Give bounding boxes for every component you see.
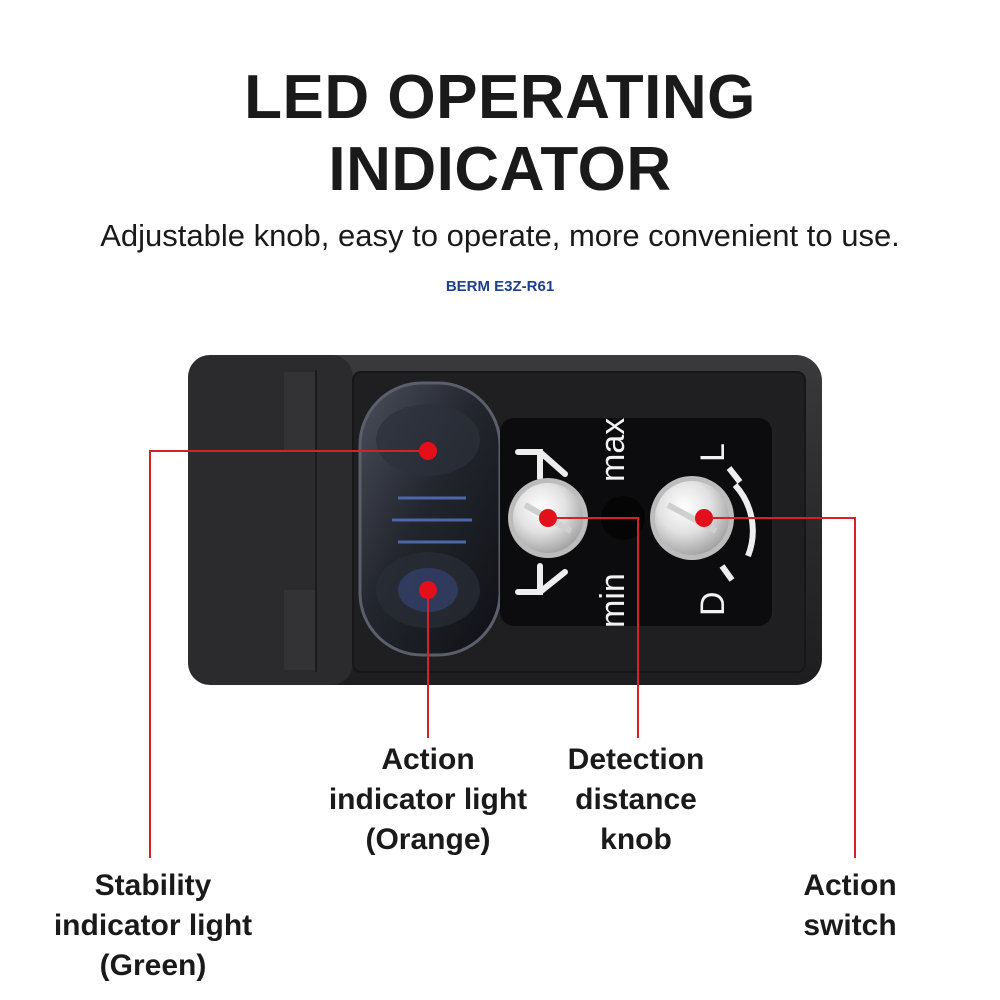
callout-lines (149, 450, 856, 858)
title-line-1: LED OPERATING (244, 63, 756, 132)
dial-min-label: min (594, 573, 632, 628)
callout-line-stability (149, 450, 428, 858)
action-switch-label: Action switch (803, 869, 897, 942)
detection-knob-marker (539, 509, 557, 527)
dial-max-label: max (594, 418, 632, 482)
callout-line-detection (548, 517, 639, 738)
control-panel (500, 418, 772, 626)
stability-light-marker (419, 442, 437, 460)
action-switch-marker (695, 509, 713, 527)
title-line-2: INDICATOR (328, 135, 672, 204)
switch-d-label: D (694, 591, 732, 616)
action-switch-knob[interactable] (650, 476, 734, 560)
action-light-marker (419, 581, 437, 599)
stability-indicator-light-label: Stability indicator light (Green) (53, 869, 253, 982)
callout-line-action-switch (704, 517, 856, 858)
detection-distance-knob-label: Detection distance knob (567, 743, 705, 856)
subtitle: Adjustable knob, easy to operate, more c… (100, 218, 900, 253)
indicator-lens-window (358, 381, 502, 657)
model-number: BERM E3Z-R61 (445, 278, 555, 295)
page-title: LED OPERATING INDICATOR (0, 62, 1000, 206)
switch-l-label: L (694, 443, 732, 462)
action-indicator-light-label: Action indicator light (Orange) (328, 743, 528, 856)
